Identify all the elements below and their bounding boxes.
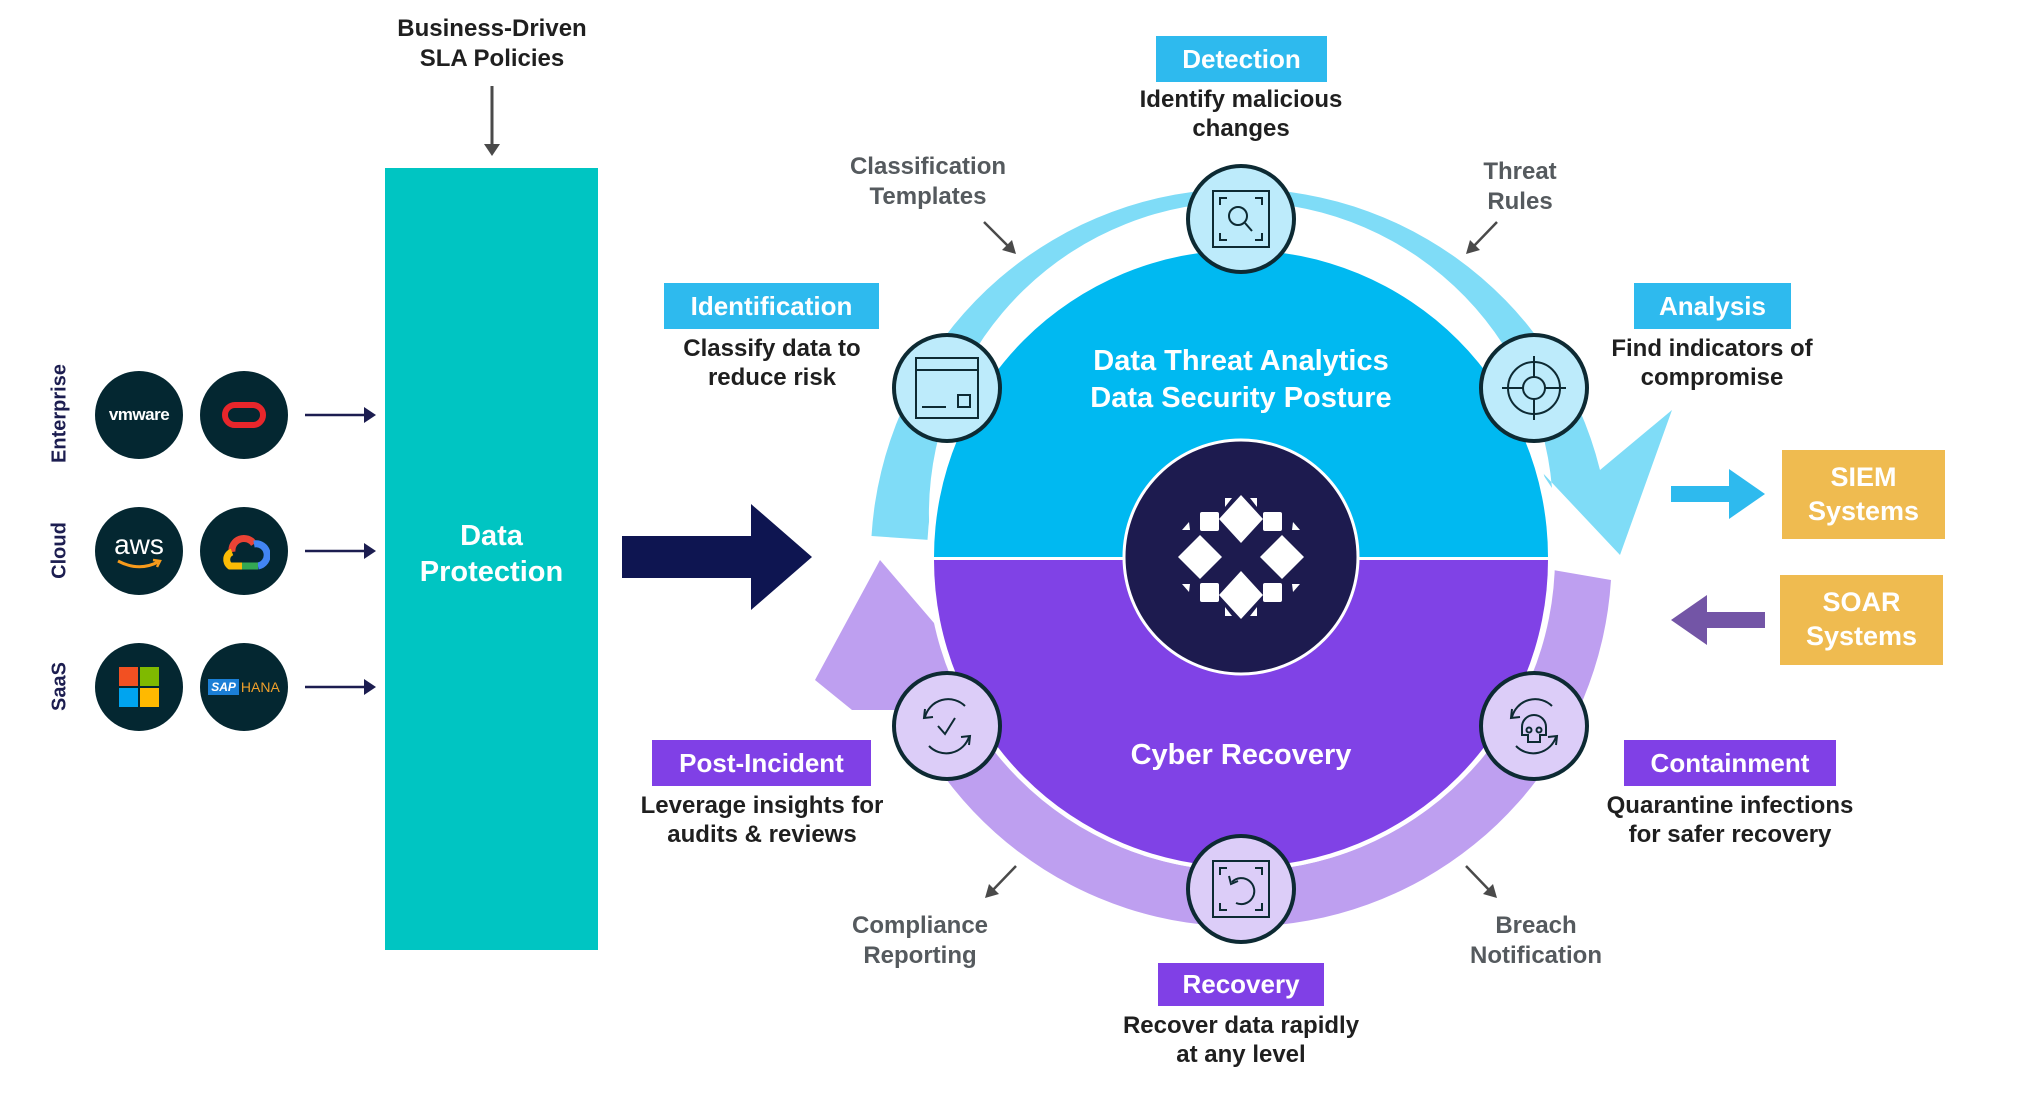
breach-line1: Breach [1495, 912, 1577, 939]
identification-tag: Identification [664, 283, 879, 329]
recovery-desc-line2: at any level [1176, 1040, 1306, 1068]
center-logo-circle [1122, 438, 1360, 676]
siem-line2: Systems [1807, 495, 1920, 526]
soar-line2: Systems [1805, 621, 1918, 651]
recovery-node[interactable] [1186, 834, 1296, 944]
post-incident-tag: Post-Incident [652, 740, 871, 786]
analysis-desc: Find indicators of compromise [1572, 335, 1852, 393]
sla-down-arrow [484, 86, 500, 156]
search-frame-icon [1212, 190, 1270, 248]
compliance-arrow [985, 865, 1017, 898]
threat-rules-label: Threat Rules [1440, 157, 1600, 217]
microsoft-logo [95, 643, 183, 731]
window-icon [915, 357, 979, 419]
detection-tag: Detection [1156, 36, 1327, 82]
analytics-title-line2: Data Security Posture [1090, 382, 1391, 414]
vmware-logo-text: vmware [108, 405, 170, 424]
compliance-line1: Compliance [851, 912, 989, 939]
analysis-desc-line1: Find indicators of [1611, 335, 1813, 362]
analysis-desc-line2: compromise [1640, 363, 1784, 391]
aws-logo: aws [95, 507, 183, 595]
analytics-title-line1: Data Threat Analytics [1093, 345, 1388, 377]
containment-tag: Containment [1624, 740, 1836, 786]
vmware-logo: vmware [95, 371, 183, 459]
classification-line1: Classification [849, 153, 1007, 180]
microsoft-icon [119, 667, 159, 707]
analytics-half [934, 250, 1548, 557]
data-protection-line1: Data [460, 520, 523, 552]
siem-line1: SIEM [1830, 461, 1897, 492]
post-incident-desc: Leverage insights for audits & reviews [622, 792, 902, 850]
analysis-tag: Analysis [1634, 283, 1791, 329]
recovery-desc-line1: Recover data rapidly [1122, 1012, 1360, 1039]
soar-arrow [1671, 595, 1765, 645]
oracle-logo-icon [222, 402, 266, 428]
post-incident-desc-line1: Leverage insights for [640, 792, 884, 819]
saas-arrow [305, 679, 376, 695]
compliance-line2: Reporting [863, 942, 977, 969]
threat-rules-arrow [1466, 221, 1498, 254]
enterprise-arrow [305, 407, 376, 423]
containment-desc: Quarantine infections for safer recovery [1590, 792, 1870, 850]
identification-desc: Classify data to reduce risk [632, 335, 912, 393]
soar-systems-box: SOAR Systems [1780, 575, 1943, 665]
hana-logo-text: HANA [240, 679, 280, 695]
post-incident-node[interactable] [892, 671, 1002, 781]
data-protection-label: Data Protection [385, 518, 598, 591]
analytics-arc [871, 188, 1672, 555]
containment-desc-line1: Quarantine infections [1606, 792, 1854, 819]
recovery-arc [815, 560, 1611, 927]
detection-node[interactable] [1186, 164, 1296, 274]
containment-desc-line2: for safer recovery [1628, 820, 1832, 848]
data-protection-line2: Protection [419, 556, 564, 589]
detection-desc-line1: Identify malicious [1139, 86, 1343, 113]
oracle-logo [200, 371, 288, 459]
siem-arrow [1671, 469, 1765, 519]
sla-policies-line1: Business-Driven [397, 15, 587, 42]
identification-desc-line1: Classify data to [683, 335, 861, 362]
target-icon [1502, 356, 1566, 420]
siem-systems-box: SIEM Systems [1782, 450, 1945, 539]
compliance-reporting-label: Compliance Reporting [810, 911, 1030, 971]
breach-line2: Notification [1470, 942, 1602, 969]
data-protection-box [385, 168, 598, 950]
google-cloud-logo [200, 507, 288, 595]
identification-node[interactable] [892, 333, 1002, 443]
recovery-desc: Recover data rapidly at any level [1101, 1012, 1381, 1070]
sap-hana-logo: SAP HANA [200, 643, 288, 731]
classification-line2: Templates [869, 183, 987, 210]
classification-arrow [983, 221, 1016, 254]
recovery-half [934, 560, 1548, 867]
soar-line1: SOAR [1822, 587, 1901, 618]
sap-logo-text: SAP [208, 679, 239, 695]
skull-cycle-icon [1509, 698, 1559, 755]
containment-node[interactable] [1479, 671, 1589, 781]
big-flow-arrow [622, 504, 812, 610]
rubrik-logo-icon [1178, 495, 1304, 619]
breach-notification-label: Breach Notification [1426, 911, 1646, 971]
check-cycle-icon [922, 698, 972, 755]
classification-templates-label: Classification Templates [818, 152, 1038, 212]
restore-frame-icon [1212, 860, 1270, 918]
recovery-tag: Recovery [1158, 963, 1324, 1006]
threat-rules-line2: Rules [1487, 188, 1553, 215]
identification-desc-line2: reduce risk [707, 363, 837, 391]
post-incident-desc-line2: audits & reviews [667, 820, 857, 848]
google-cloud-icon [223, 535, 270, 570]
sla-policies-line2: SLA Policies [419, 45, 565, 72]
source-arrows [305, 407, 376, 695]
detection-desc: Identify malicious changes [1101, 86, 1381, 144]
aws-smile-icon [117, 558, 162, 569]
sla-policies-label: Business-Driven SLA Policies [372, 14, 612, 74]
cloud-arrow [305, 543, 376, 559]
aws-logo-text: aws [114, 529, 164, 560]
breach-arrow [1465, 865, 1497, 898]
recovery-title: Cyber Recovery [1131, 739, 1352, 771]
analysis-node[interactable] [1479, 333, 1589, 443]
threat-rules-line1: Threat [1483, 158, 1557, 185]
detection-desc-line2: changes [1192, 114, 1290, 142]
